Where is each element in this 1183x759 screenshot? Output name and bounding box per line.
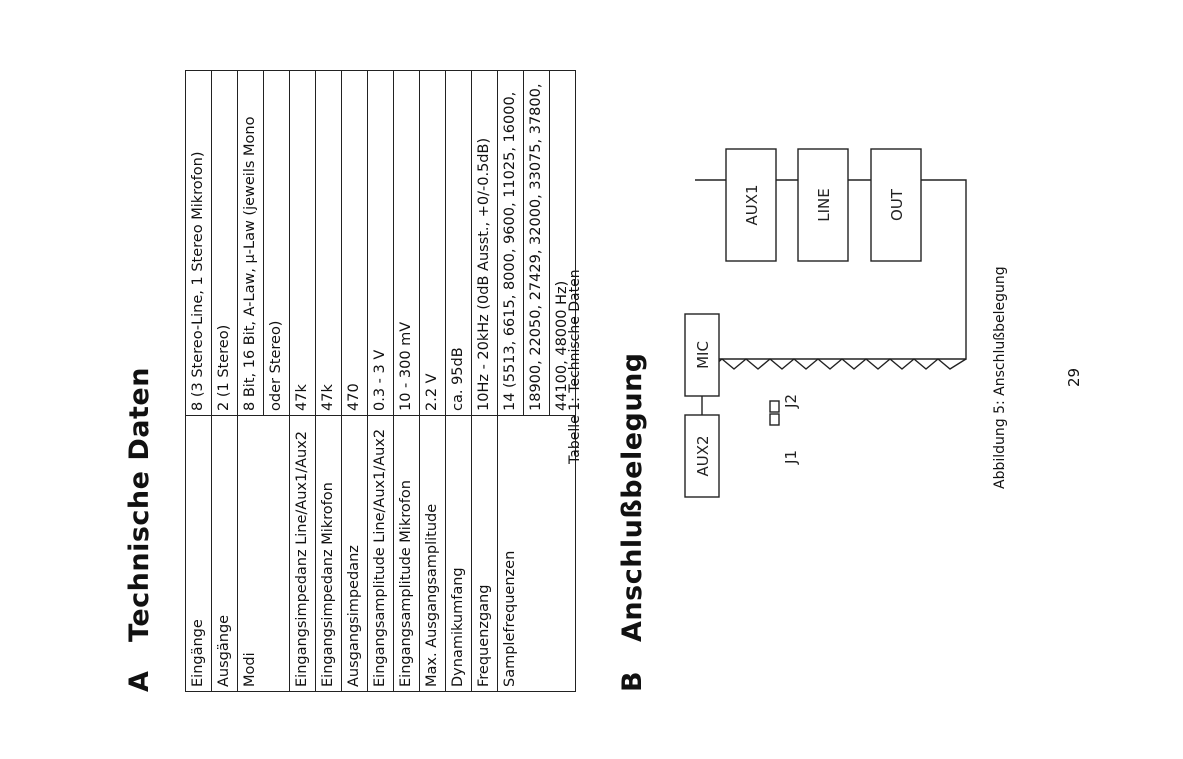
jumper-pin-j2 [769, 413, 780, 426]
mic-label: MIC [694, 341, 712, 369]
figure-caption: Abbildung 5: Anschlußbelegung [992, 266, 1008, 489]
aux1-label: AUX1 [743, 184, 761, 225]
page-number: 29 [1065, 367, 1083, 387]
aux2-label: AUX2 [694, 435, 712, 476]
connector-out [870, 148, 922, 262]
line-label: LINE [815, 188, 833, 221]
connector-line [797, 148, 849, 262]
jumper-j2-label: J2 [782, 394, 800, 409]
out-label: OUT [888, 188, 906, 221]
jumper-pin-j1 [769, 400, 780, 413]
connector-aux1 [725, 148, 777, 262]
jumper-j1-label: J1 [782, 450, 800, 465]
board-bottom-edge [694, 358, 967, 370]
